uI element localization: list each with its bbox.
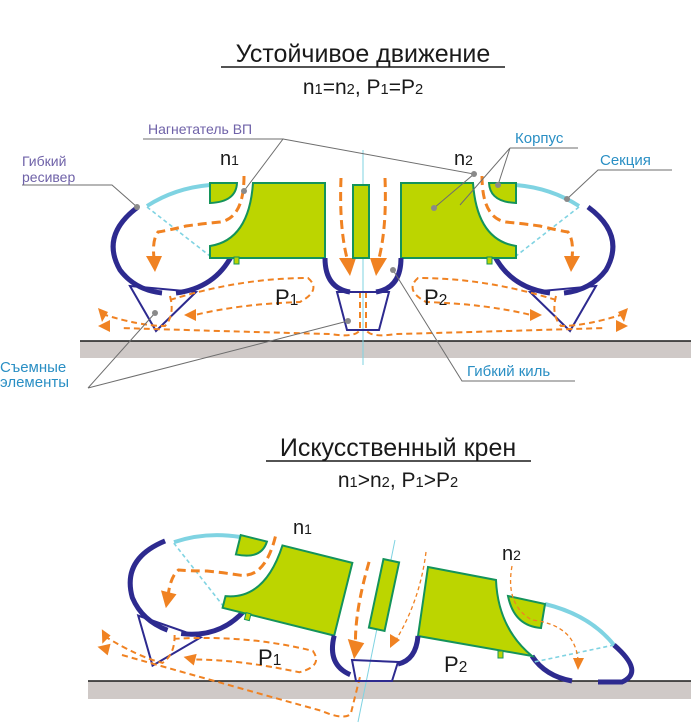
keel-leader [392,269,575,382]
subscript: 2 [439,292,448,309]
subscript: 1 [304,521,312,537]
label-blower: Нагнетатель ВП [148,121,252,137]
receiver-skirt [598,643,635,685]
subscript: 2 [347,82,355,98]
center-post [367,557,401,633]
center-post [352,184,370,259]
arrowhead [573,658,584,670]
receiver-skirt-inner [529,654,573,684]
section-arc [544,602,616,647]
label-receiver-2: ресивер [22,169,75,185]
bottom-title: Искусственный крен [280,434,516,462]
subscript: 2 [415,82,423,98]
label-keel: Гибкий киль [467,363,550,380]
flexible-keel [350,658,400,682]
label-receiver-1: Гибкий [22,153,66,169]
top-n1: n1 [220,148,239,170]
ground [80,341,691,358]
section-leader [566,169,672,200]
subscript: 2 [459,659,468,676]
label-section: Секция [600,152,651,169]
bottom-formula: n1>n2, P1>P2 [338,469,458,492]
dot [152,310,158,316]
bottom-n2: n2 [502,543,521,565]
arrowhead [390,634,400,648]
bottom-n1: n1 [293,517,312,539]
dot [495,182,501,188]
subscript: 1 [315,82,323,98]
top-n2: n2 [454,148,473,170]
top-formula: n1=n2, P1=P2 [303,76,423,99]
label-removable-2: элементы [0,374,69,391]
hull-tab [497,650,504,659]
bottom-diagram: Искусственный крен n1>n2, P1>P2 n1 n2 P1 [88,434,691,723]
bottom-p1: P1 [258,645,281,670]
dot [345,318,351,324]
subscript: 2 [465,152,473,168]
right-half [366,176,628,335]
subscript: 1 [231,152,239,168]
left-half [98,176,360,335]
dot [471,171,477,177]
top-title: Устойчивое движение [236,40,491,68]
dot [564,196,570,202]
ground [88,681,691,699]
subscript: 1 [273,652,282,669]
subscript: 2 [450,475,458,491]
subscript: 1 [350,475,358,491]
hull-body [416,565,536,658]
removable-leader [87,312,349,389]
dot [390,267,396,273]
subscript: 1 [381,82,389,98]
bottom-p2: P2 [444,652,467,677]
subscript: 2 [513,547,521,563]
dot [431,205,437,211]
flexible-keel [335,291,391,331]
subscript: 1 [416,475,424,491]
keel-skirt-right [397,635,421,667]
label-removable-1: Съемные [0,359,66,376]
subscript: 2 [382,475,390,491]
receiver-leader [22,184,138,208]
top-p1: P1 [275,285,298,310]
dot [134,204,140,210]
airflow [395,551,427,641]
label-hull: Корпус [515,130,564,147]
top-p2: P2 [424,285,447,310]
hull-leader [459,147,578,206]
top-diagram: Устойчивое движение n1=n2, P1=P2 n1 n2 P… [0,40,691,391]
subscript: 1 [290,292,299,309]
dot [241,188,247,194]
right-half-tilted [390,551,635,685]
